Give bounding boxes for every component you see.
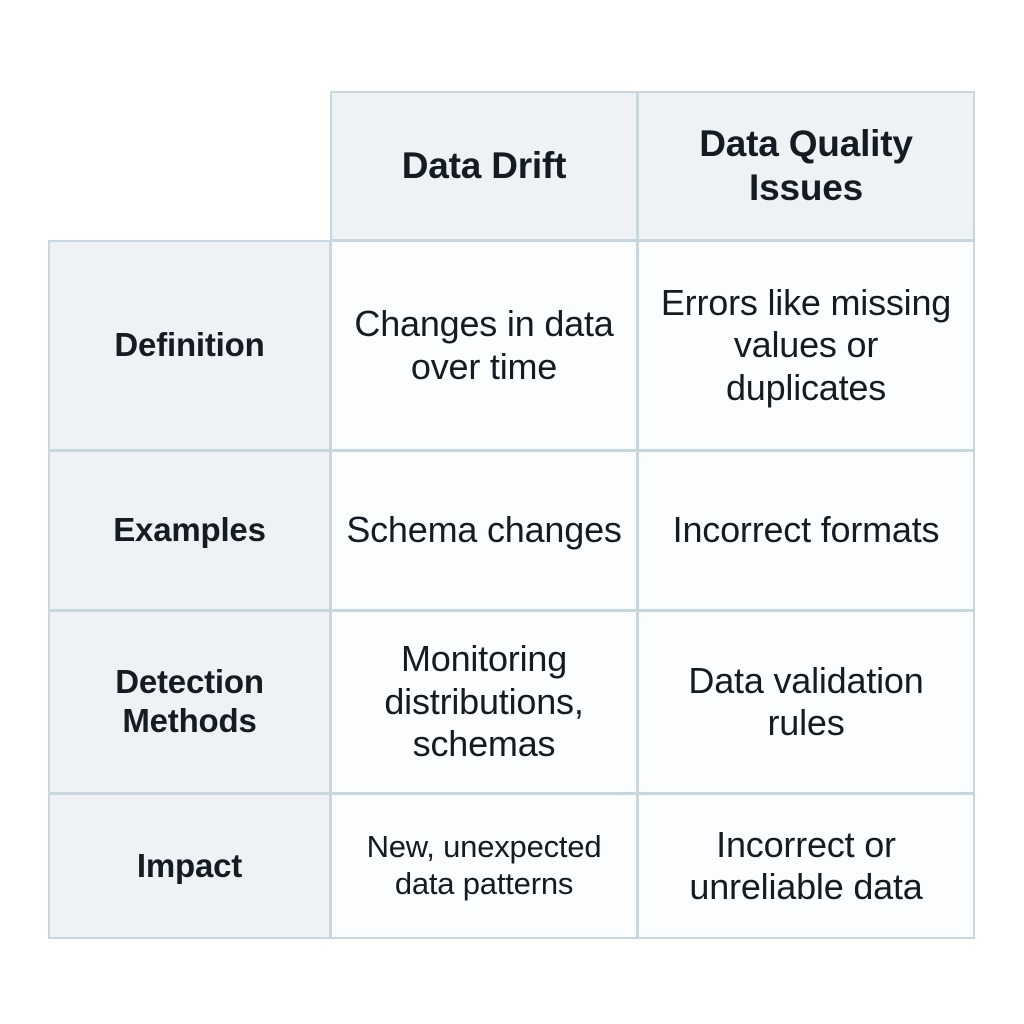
cell-definition-data-drift: Changes in data over time bbox=[330, 240, 638, 451]
row-label-detection-methods: Detection Methods bbox=[48, 610, 331, 794]
table-corner-spacer bbox=[48, 91, 331, 241]
cell-examples-data-drift: Schema changes bbox=[330, 450, 638, 611]
row-label-examples: Examples bbox=[48, 450, 331, 611]
cell-detection-methods-data-quality-issues: Data validation rules bbox=[637, 610, 975, 794]
cell-detection-methods-data-drift: Monitoring distributions, schemas bbox=[330, 610, 638, 794]
cell-impact-data-drift: New, unexpected data patterns bbox=[330, 793, 638, 939]
column-header-data-drift: Data Drift bbox=[330, 91, 638, 241]
cell-examples-data-quality-issues: Incorrect formats bbox=[637, 450, 975, 611]
cell-definition-data-quality-issues: Errors like missing values or duplicates bbox=[637, 240, 975, 451]
row-label-impact: Impact bbox=[48, 793, 331, 939]
cell-impact-data-quality-issues: Incorrect or unreliable data bbox=[637, 793, 975, 939]
column-header-data-quality-issues: Data Quality Issues bbox=[637, 91, 975, 241]
row-label-definition: Definition bbox=[48, 240, 331, 451]
